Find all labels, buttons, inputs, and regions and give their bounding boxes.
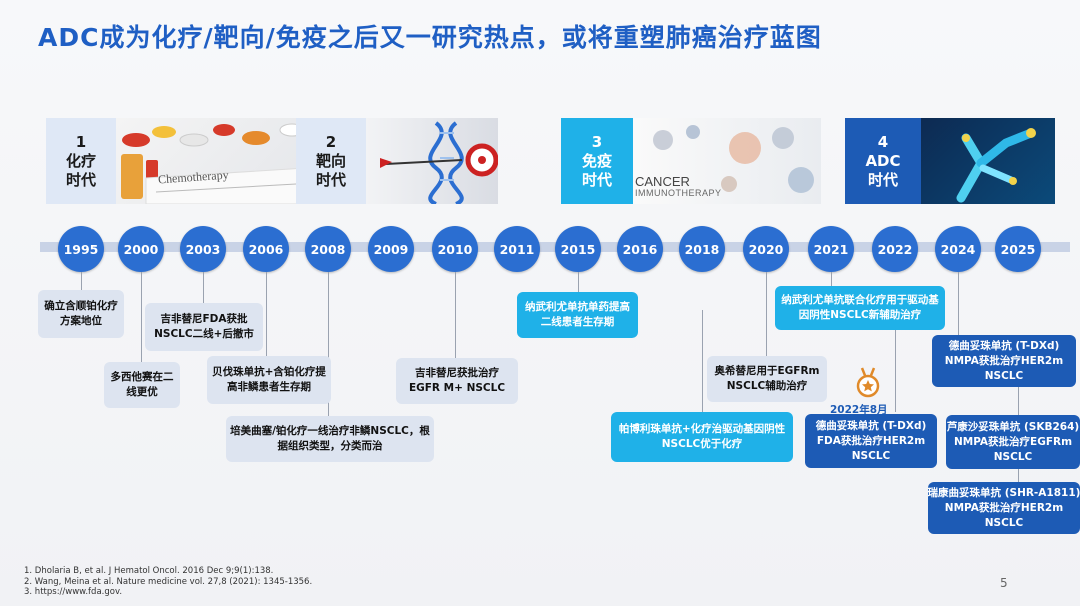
- references: 1. Dholaria B, et al. J Hematol Oncol. 2…: [24, 566, 312, 598]
- event-2021: 纳武利尤单抗联合化疗用于驱动基因阴性NSCLC新辅助治疗: [775, 286, 945, 330]
- year-node-2000: 2000: [118, 226, 164, 272]
- era-card-adc: 4 ADC 时代: [845, 118, 1055, 204]
- era-label: 3 免疫 时代: [561, 118, 633, 204]
- connector-2003: [203, 272, 204, 304]
- event-2024-drug: 德曲妥珠单抗 (T-DXd): [948, 339, 1060, 352]
- event-2022-indication: NSCLC: [851, 449, 891, 462]
- immunotherapy-subcaption: IMMUNOTHERAPY: [635, 188, 722, 198]
- event-2022-drug: 德曲妥珠单抗 (T-DXd): [815, 419, 927, 432]
- immunotherapy-caption: CANCER: [635, 174, 690, 189]
- connector-2020: [766, 272, 767, 356]
- era-name: ADC: [865, 151, 901, 170]
- year-node-2020: 2020: [743, 226, 789, 272]
- year-node-2010: 2010: [432, 226, 478, 272]
- connector-2022: [895, 330, 896, 412]
- connector-2025a: [1018, 385, 1019, 415]
- era-card-immunotherapy: 3 免疫 时代 CANCER IMMUNOTHERAPY: [561, 118, 821, 204]
- reference-3: 3. https://www.fda.gov.: [24, 587, 123, 597]
- chemotherapy-image: Chemotherapy: [116, 118, 316, 204]
- year-node-2021: 2021: [808, 226, 854, 272]
- year-node-2025: 2025: [995, 226, 1041, 272]
- event-2015: 纳武利尤单抗单药提高二线患者生存期: [517, 292, 638, 338]
- connector-2010: [455, 272, 456, 360]
- era-number: 1: [75, 132, 87, 151]
- era-suffix: 时代: [867, 170, 898, 189]
- approval-date-label: 2022年8月: [830, 404, 888, 416]
- year-node-2018: 2018: [679, 226, 725, 272]
- era-label: 1 化疗 时代: [46, 118, 116, 204]
- connector-2025b: [1018, 468, 1019, 484]
- event-2016: 帕博利珠单抗+化疗治驱动基因阴性NSCLC优于化疗: [611, 412, 793, 462]
- era-number: 3: [591, 132, 603, 151]
- year-node-2003: 2003: [180, 226, 226, 272]
- year-node-1995: 1995: [58, 226, 104, 272]
- connector-2006: [266, 272, 267, 356]
- event-2025-skb264-drug: 芦康沙妥珠单抗 (SKB264): [946, 420, 1080, 433]
- era-number: 2: [325, 132, 337, 151]
- year-node-2022: 2022: [872, 226, 918, 272]
- event-1995: 确立含顺铂化疗方案地位: [38, 290, 124, 338]
- event-2025-skb264: 芦康沙妥珠单抗 (SKB264) NMPA获批治疗EGFRm NSCLC: [946, 415, 1080, 469]
- year-node-2009: 2009: [368, 226, 414, 272]
- event-2008: 培美曲塞/铂化疗一线治疗非鳞NSCLC，根据组织类型，分类而治: [226, 416, 434, 462]
- targeted-therapy-image: [366, 118, 498, 204]
- year-node-2015: 2015: [555, 226, 601, 272]
- reference-1: 1. Dholaria B, et al. J Hematol Oncol. 2…: [24, 566, 274, 576]
- connector-2015: [578, 272, 579, 294]
- event-2025-shr-a1811-drug: 瑞康曲妥珠单抗 (SHR-A1811): [928, 486, 1080, 499]
- event-2024: 德曲妥珠单抗 (T-DXd) NMPA获批治疗HER2m NSCLC: [932, 335, 1076, 387]
- year-node-2006: 2006: [243, 226, 289, 272]
- era-label: 2 靶向 时代: [296, 118, 366, 204]
- era-name: 化疗: [65, 151, 96, 170]
- award-medal-icon: [853, 366, 883, 398]
- year-node-2016: 2016: [617, 226, 663, 272]
- event-2025-shr-a1811: 瑞康曲妥珠单抗 (SHR-A1811) NMPA获批治疗HER2m NSCLC: [928, 482, 1080, 534]
- event-2025-shr-a1811-approval: NMPA获批治疗HER2m: [944, 501, 1064, 514]
- event-2024-approval: NMPA获批治疗HER2m: [944, 354, 1064, 367]
- era-card-targeted: 2 靶向 时代: [296, 118, 498, 204]
- era-label: 4 ADC 时代: [845, 118, 921, 204]
- era-number: 4: [877, 132, 889, 151]
- era-name: 靶向: [315, 151, 346, 170]
- event-2020: 奥希替尼用于EGFRm NSCLC辅助治疗: [707, 356, 827, 402]
- connector-2016: [702, 310, 703, 414]
- era-suffix: 时代: [315, 170, 346, 189]
- connector-2008: [328, 272, 329, 418]
- event-2022-approval: FDA获批治疗HER2m: [816, 434, 926, 447]
- event-2022: 德曲妥珠单抗 (T-DXd) FDA获批治疗HER2m NSCLC: [805, 414, 937, 468]
- connector-2021: [831, 272, 832, 286]
- event-2006: 贝伐珠单抗+含铂化疗提高非鳞患者生存期: [207, 356, 331, 404]
- connector-2024: [958, 272, 959, 336]
- era-card-chemotherapy: 1 化疗 时代 Chemotherapy: [46, 118, 316, 204]
- event-2025-skb264-approval: NMPA获批治疗EGFRm: [953, 435, 1073, 448]
- year-node-2008: 2008: [305, 226, 351, 272]
- event-2010: 吉非替尼获批治疗EGFR M+ NSCLC: [396, 358, 518, 404]
- era-name: 免疫: [581, 151, 612, 170]
- connector-2000: [141, 272, 142, 364]
- connector-1995: [81, 272, 82, 292]
- event-2000: 多西他赛在二线更优: [104, 362, 180, 408]
- event-2025-shr-a1811-indication: NSCLC: [984, 516, 1024, 529]
- era-suffix: 时代: [65, 170, 96, 189]
- era-suffix: 时代: [581, 170, 612, 189]
- page-number: 5: [1000, 576, 1008, 590]
- event-2025-skb264-indication: NSCLC: [993, 450, 1033, 463]
- event-2003: 吉非替尼FDA获批NSCLC二线+后撤市: [145, 303, 263, 351]
- year-node-2011: 2011: [494, 226, 540, 272]
- year-node-2024: 2024: [935, 226, 981, 272]
- adc-molecule-image: [921, 118, 1055, 204]
- event-2024-indication: NSCLC: [984, 369, 1024, 382]
- immunotherapy-image: CANCER IMMUNOTHERAPY: [633, 118, 821, 204]
- reference-2: 2. Wang, Meina et al. Nature medicine vo…: [24, 576, 313, 587]
- slide-title: ADC成为化疗/靶向/免疫之后又一研究热点，或将重塑肺癌治疗蓝图: [38, 23, 822, 52]
